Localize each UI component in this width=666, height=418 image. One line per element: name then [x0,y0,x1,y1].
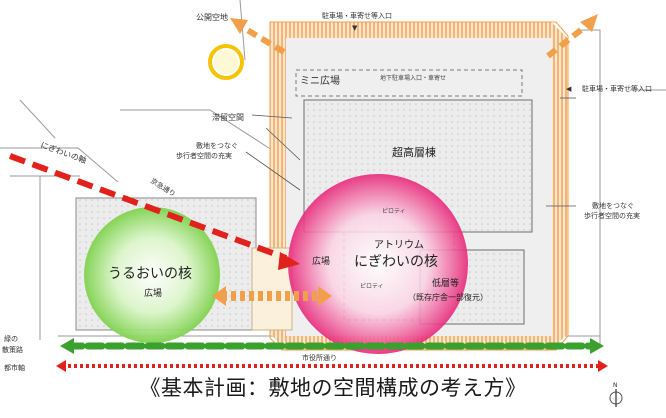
arrow-parking-right: ◀ [566,85,572,93]
label-public-space: 公開空地 [196,12,228,22]
label-old-hall: （既存庁舎一部復元） [408,292,488,302]
uruoi-core-circle [84,207,220,343]
label-city-hall-street: 市役所通り [302,353,337,362]
city-axis-line [56,360,608,372]
label-mini-plaza: ミニ広場 [300,74,340,87]
arrow-head-left [230,18,248,34]
arrow-parking-top: ▼ [352,24,358,32]
underground-parking-zone [295,69,523,97]
label-nigiwai-core: にぎわいの核 [354,254,438,270]
nigiwai-axis-line [8,153,288,261]
site-boundary-hatch [270,22,568,350]
label-uruoi-core: うるおいの核 [108,266,192,282]
label-parking-right: 駐車場・車寄せ等入口 [582,84,652,93]
label-nigiwai-axis: にぎわいの軸 [39,139,88,165]
label-city-axis: 都市軸 [4,363,25,372]
label-stay-space: 滞留空間 [212,112,244,122]
label-piloti-top: ピロティ [382,208,406,215]
nigiwai-core-circle [288,174,468,354]
diagram-caption: 《基本計画：敷地の空間構成の考え方》 [139,376,527,400]
label-connect-left-2: 歩行者空間の充実 [176,151,232,160]
label-piloti-mid: ピロティ [360,283,384,290]
label-skyscraper: 超高層棟 [392,145,436,159]
label-green-road-2: 散策路 [2,345,23,354]
label-connect-left-1: 敷地をつなぐ [196,141,238,150]
label-plaza-small: 広場 [312,255,330,267]
label-atrium: アトリウム [374,239,424,251]
label-green-road-1: 緑の [4,334,18,343]
svg-text:N: N [613,382,618,389]
label-connect-right-2: 歩行者空間の充実 [584,211,640,220]
leader-lines [245,97,576,207]
label-connect-right-1: 敷地をつなぐ [592,201,634,210]
label-keikyu-street: 京急通り [149,176,178,198]
green-road [60,338,604,354]
label-low-rise: 低層等 [432,277,459,289]
nigiwai-axis-arrowhead [278,252,300,270]
label-underground-parking: 地下駐車場入口・車寄せ [380,74,446,82]
public-space-circle [208,44,244,80]
access-arrows [242,23,588,59]
arrow-head-right [580,14,598,32]
label-parking-top: 駐車場・車寄せ等入口 [322,11,392,20]
north-arrow: N [609,382,623,407]
label-uruoi-plaza: 広場 [144,287,162,299]
